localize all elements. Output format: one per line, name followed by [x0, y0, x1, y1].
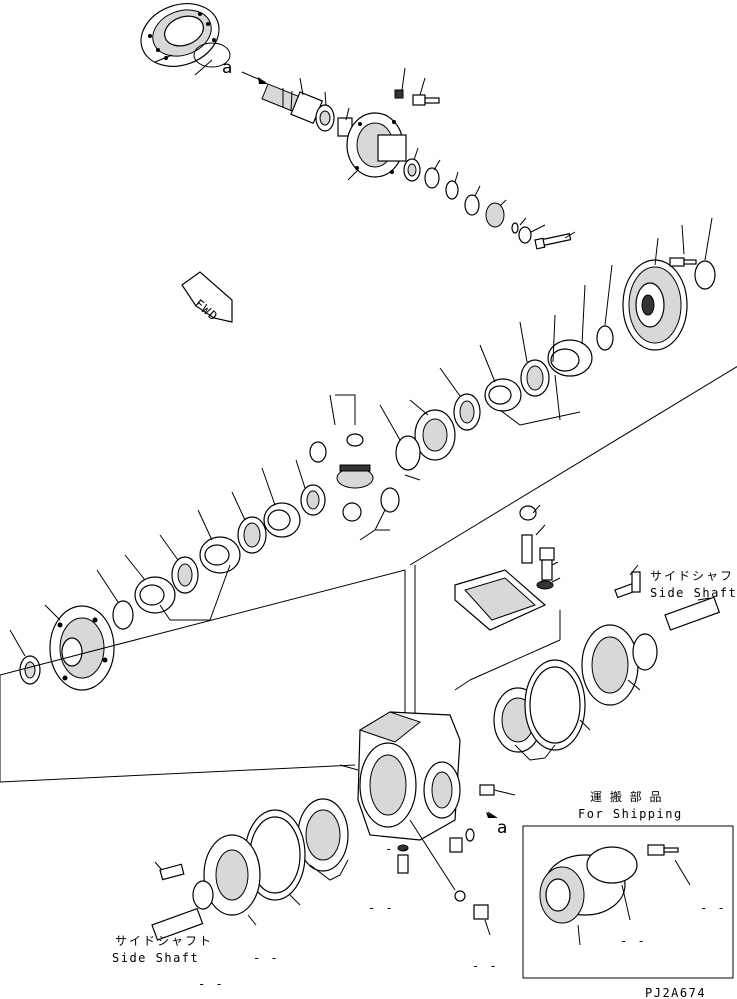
dash-4: - - — [198, 977, 224, 991]
marker-a-top: a — [222, 58, 232, 78]
dash-2: - - — [368, 901, 394, 915]
housing-plug — [479, 784, 495, 796]
pinion-nut — [485, 202, 505, 228]
gear-bolt — [669, 257, 697, 267]
diff-case-half — [395, 409, 456, 471]
cage-bolt — [412, 94, 440, 106]
dash-5: - - — [472, 959, 498, 973]
dash-3: - - — [253, 951, 279, 965]
pinion-assembly — [140, 3, 576, 250]
left-brake-assembly — [192, 798, 349, 916]
long-bolt — [534, 233, 572, 250]
ring-gear-assembly — [409, 217, 737, 566]
side-shaft-jp-left: サイドシャフト — [115, 934, 213, 948]
dash-6: - - — [620, 934, 646, 948]
side-shaft-jp-right: サイドシャフト — [650, 569, 737, 583]
dash-7: - - — [700, 901, 726, 915]
left-side-shaft — [151, 863, 204, 941]
bevel-gear — [622, 259, 688, 351]
right-brake-assembly — [493, 624, 658, 753]
drawing-code: PJ2A674 — [645, 986, 706, 999]
spider-gears — [309, 433, 400, 522]
side-shaft-en-left: Side Shaft — [112, 951, 199, 965]
diff-case-left — [49, 605, 115, 691]
breather-fittings — [519, 504, 561, 590]
shipping-box — [522, 825, 734, 979]
clutch-plates-lower — [112, 484, 326, 630]
o-ring — [193, 42, 231, 68]
dash-1: - - — [385, 842, 411, 856]
shipping-coupling — [539, 844, 679, 924]
axle-housing — [339, 711, 516, 841]
pinion-cage — [140, 3, 220, 67]
housing-fasteners — [397, 828, 489, 920]
washer — [394, 89, 404, 99]
right-side-shaft — [614, 571, 721, 631]
bearing-cage — [346, 112, 407, 178]
fwd-arrow: FWD — [181, 271, 233, 324]
shipping-label-en: For Shipping — [578, 807, 683, 821]
gear-nut — [694, 260, 716, 290]
clutch-plates-upper — [453, 339, 593, 431]
gear-bearing — [596, 325, 614, 351]
side-shaft-en-right: Side Shaft — [650, 586, 737, 600]
shipping-label-jp: 運 搬 部 品 — [590, 789, 663, 804]
marker-a-bottom: a — [497, 818, 507, 838]
differential-group — [0, 284, 593, 783]
cover-plate — [454, 569, 547, 631]
pinion-shaft — [261, 83, 324, 125]
